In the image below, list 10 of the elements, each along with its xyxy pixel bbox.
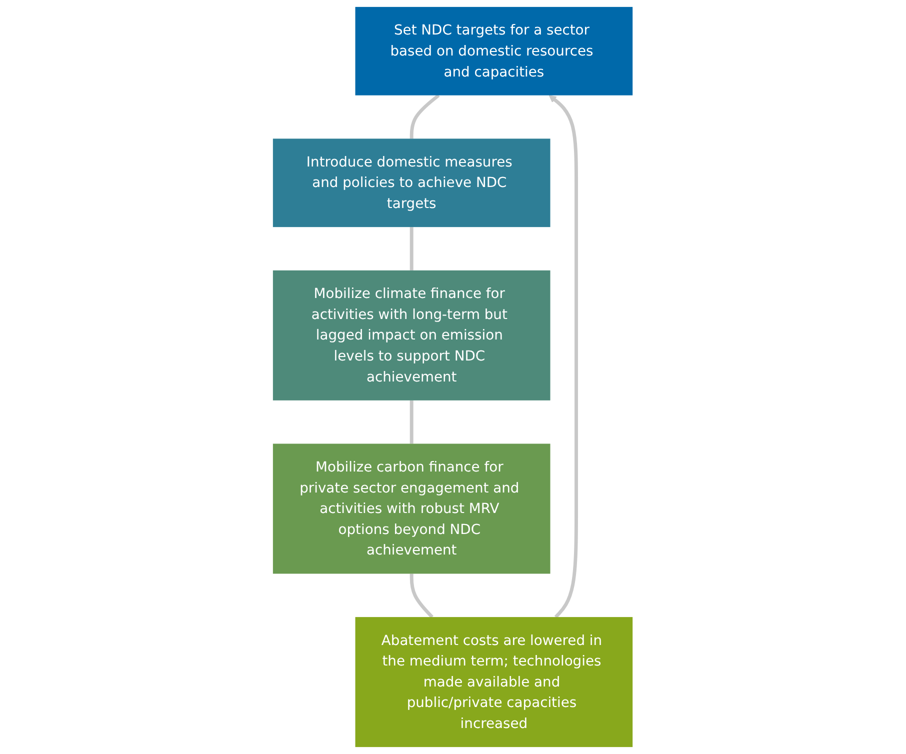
- connector: [410, 574, 434, 618]
- node-box: Mobilize climate finance for activities with long-term but lagged impact on emission levels to support NDC achievement: [273, 270, 550, 400]
- arrow: [549, 94, 578, 618]
- node-box: Mobilize carbon finance for private sector engagement and activities with robust MRV options beyond NDC achievement: [273, 444, 550, 574]
- node-box: Set NDC targets for a sector based on domestic resources and capacities: [356, 6, 633, 96]
- connector: [410, 227, 414, 270]
- node-box: Abatement costs are lowered in the medium term; technologies made available and public/private capacities increased: [356, 617, 633, 748]
- connector: [410, 400, 414, 444]
- node-box: Introduce domestic measures and policies to achieve NDC targets: [273, 138, 550, 228]
- connector: [410, 94, 440, 139]
